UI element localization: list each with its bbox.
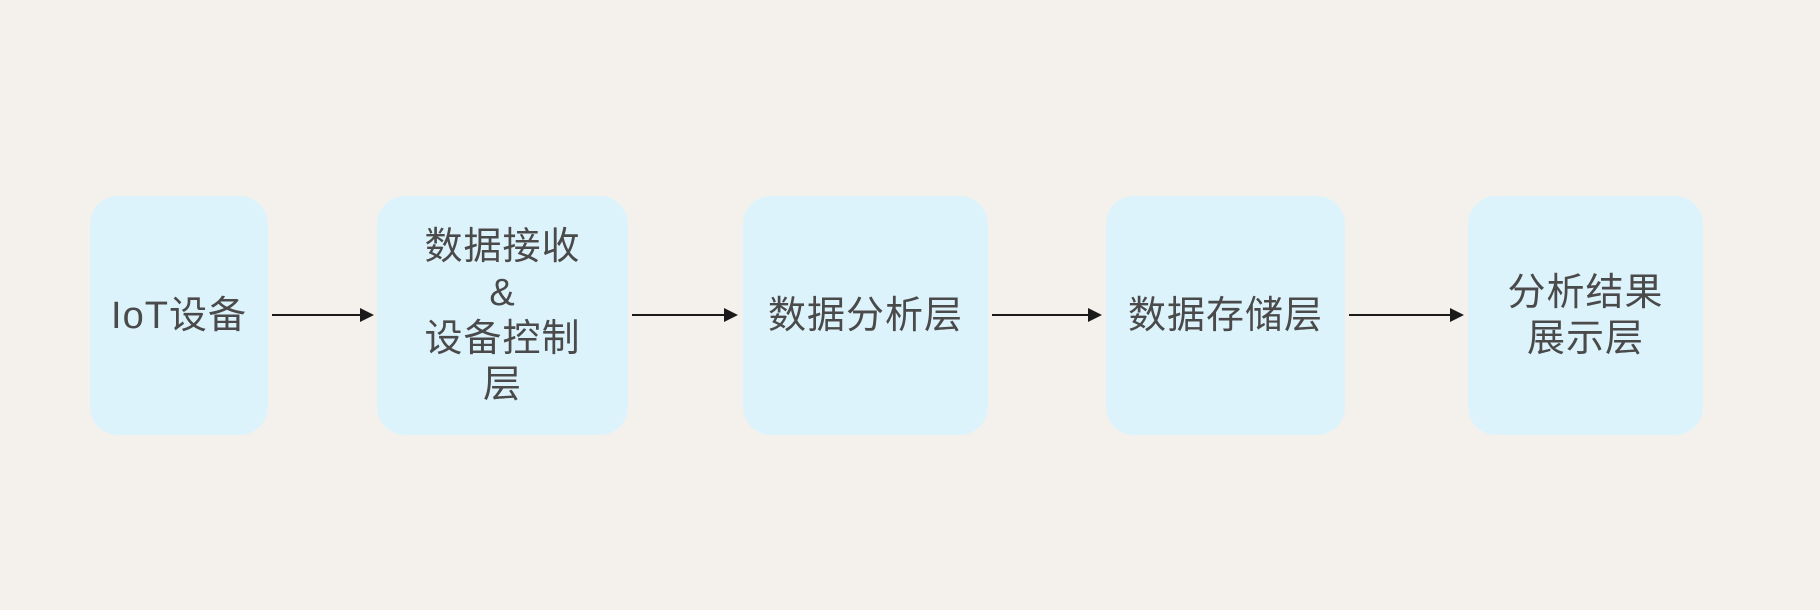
flow-arrow-1 (272, 307, 374, 323)
node-data-analysis-layer: 数据分析层 (743, 196, 988, 435)
node-analysis-result-display-layer-label: 分析结果 展示层 (1507, 271, 1664, 360)
flow-arrow-4 (1349, 307, 1464, 323)
arrow-head-icon (360, 308, 374, 322)
node-data-receive-device-control-layer-label: 数据接收 & 设备控制 层 (424, 225, 581, 406)
arrow-shaft (992, 314, 1092, 316)
node-data-receive-device-control-layer: 数据接收 & 设备控制 层 (377, 196, 628, 435)
node-data-storage-layer: 数据存储层 (1106, 196, 1345, 435)
node-data-storage-layer-label: 数据存储层 (1127, 294, 1323, 337)
arrow-shaft (1349, 314, 1454, 316)
arrow-head-icon (724, 308, 738, 322)
node-iot-device-label: IoT设备 (111, 294, 247, 337)
arrow-shaft (272, 314, 364, 316)
flow-arrow-2 (632, 307, 738, 323)
arrow-shaft (632, 314, 728, 316)
node-data-analysis-layer-label: 数据分析层 (767, 294, 963, 337)
arrow-head-icon (1088, 308, 1102, 322)
node-analysis-result-display-layer: 分析结果 展示层 (1468, 196, 1703, 435)
node-iot-device: IoT设备 (90, 196, 268, 435)
arrow-head-icon (1450, 308, 1464, 322)
flow-arrow-3 (992, 307, 1102, 323)
